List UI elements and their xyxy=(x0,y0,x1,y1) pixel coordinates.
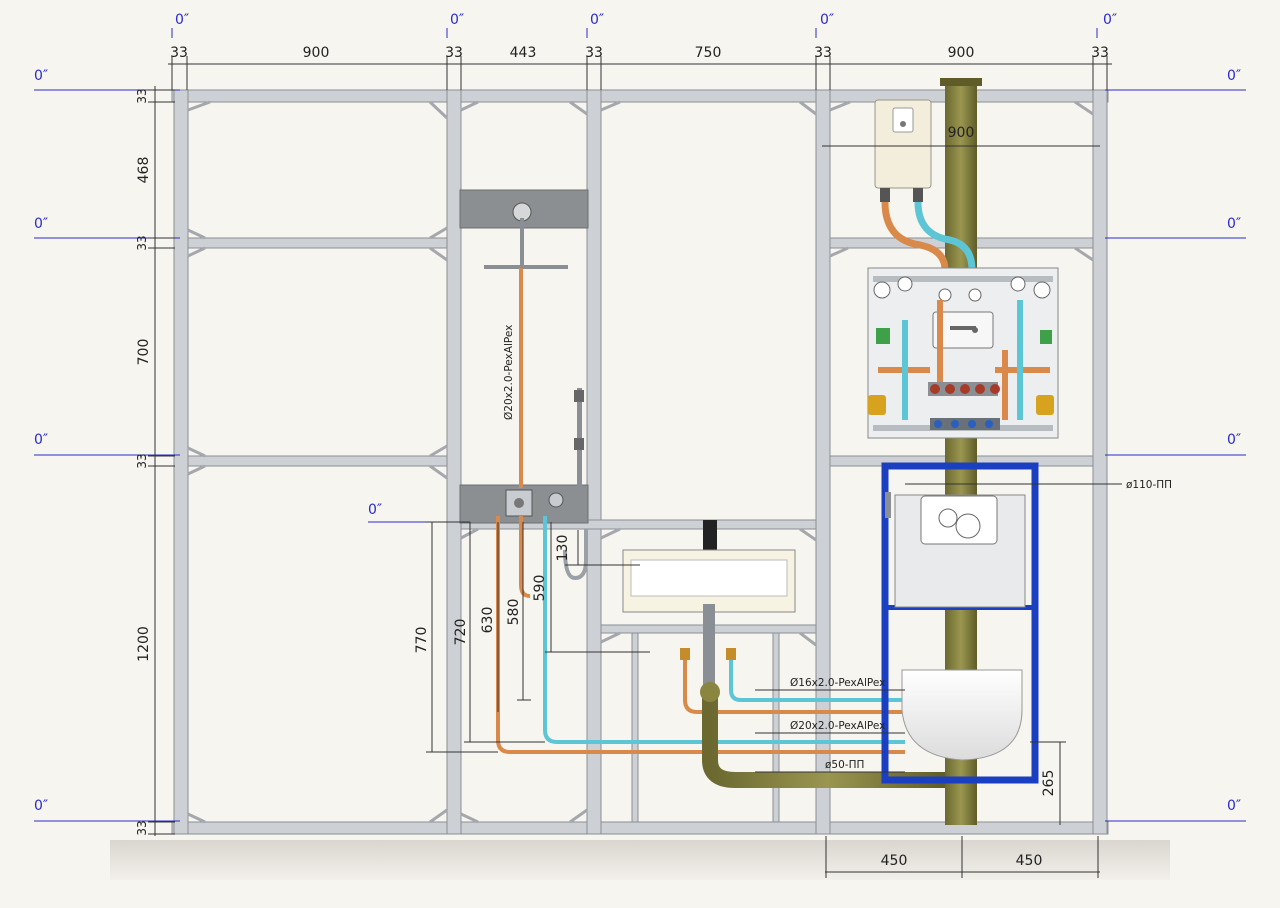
drain-50-pipe xyxy=(702,690,945,788)
dim-top-9: 33 xyxy=(1091,45,1109,61)
dim-top-1: 33 xyxy=(170,45,188,61)
cross-rail-1 xyxy=(187,237,448,249)
label-sewer-main: ø110-ПП xyxy=(1126,479,1172,491)
level-mark-left-3: 0″ xyxy=(34,432,48,448)
heater-cold-pipe xyxy=(914,201,976,295)
level-mark-right-2: 0″ xyxy=(1227,216,1241,232)
dim-left-5: 33 xyxy=(135,453,149,468)
level-mark-col-2: 0″ xyxy=(450,12,464,28)
dim-left-7: 33 xyxy=(135,820,149,835)
label-pipe-20: Ø20x2.0-PexAlPex xyxy=(790,720,885,732)
dim-boiler-width: 900 xyxy=(948,125,975,141)
level-mark-right-1: 0″ xyxy=(1227,68,1241,84)
left-level-marks: 0″ 0″ 0″ 0″ xyxy=(34,68,48,814)
left-dimensions: 33 468 33 700 33 1200 33 xyxy=(135,88,152,835)
shower-assembly xyxy=(459,189,589,581)
distribution-manifold xyxy=(867,267,1059,439)
label-pipe-16: Ø16x2.0-PexAlPex xyxy=(790,677,885,689)
dim-bottom-2: 450 xyxy=(1016,853,1043,869)
cross-rail-5 xyxy=(460,519,817,530)
sink-trap xyxy=(700,682,720,702)
level-mark-right-3: 0″ xyxy=(1227,432,1241,448)
level-mark-col-5: 0″ xyxy=(1103,12,1117,28)
top-rail xyxy=(171,89,1109,103)
sink-hot-pipe xyxy=(683,660,905,714)
bottom-rail xyxy=(171,821,1109,835)
dim-shower-580: 580 xyxy=(506,599,522,626)
top-dimensions: 33 900 33 443 33 750 33 900 33 xyxy=(170,45,1109,61)
level-mark-col-1: 0″ xyxy=(175,12,189,28)
toilet-installation xyxy=(881,462,1039,784)
dim-top-8: 900 xyxy=(948,45,975,61)
stud-2 xyxy=(446,89,462,835)
cold-supply-line xyxy=(543,516,905,744)
top-level-marks: 0″ 0″ 0″ 0″ 0″ xyxy=(175,12,1117,28)
floor-slab xyxy=(110,840,1170,880)
stud-1 xyxy=(173,89,189,835)
stud-5 xyxy=(1092,89,1108,835)
dim-top-3: 33 xyxy=(445,45,463,61)
dim-top-5: 33 xyxy=(585,45,603,61)
dim-toilet-height: 265 xyxy=(1041,770,1057,797)
dim-left-1: 33 xyxy=(135,88,149,103)
stud-3 xyxy=(586,89,602,835)
dim-left-2: 468 xyxy=(136,157,152,184)
dim-top-7: 33 xyxy=(814,45,832,61)
sink-cold-pipe xyxy=(729,660,905,702)
dim-top-2: 900 xyxy=(303,45,330,61)
washbasin xyxy=(622,520,796,694)
dimension-lines xyxy=(148,56,1122,878)
shower-dimensions: 770 720 630 580 590 130 xyxy=(414,535,571,654)
level-mark-left-4: 0″ xyxy=(34,798,48,814)
level-lines xyxy=(34,89,1246,822)
dim-shower-720: 720 xyxy=(453,619,469,646)
dim-top-6: 750 xyxy=(695,45,722,61)
dim-shower-770: 770 xyxy=(414,627,430,654)
water-heater xyxy=(874,99,932,202)
right-level-marks: 0″ 0″ 0″ 0″ xyxy=(1227,68,1241,814)
dim-bottom-1: 450 xyxy=(881,853,908,869)
level-mark-right-4: 0″ xyxy=(1227,798,1241,814)
level-mark-shower: 0″ xyxy=(368,502,382,518)
post-b xyxy=(772,632,780,823)
dim-left-6: 1200 xyxy=(136,626,152,662)
dim-left-4: 700 xyxy=(136,339,152,366)
level-mark-left-2: 0″ xyxy=(34,216,48,232)
top-level-ticks xyxy=(171,28,1098,38)
dim-top-4: 443 xyxy=(510,45,537,61)
level-mark-left-1: 0″ xyxy=(34,68,48,84)
post-a xyxy=(631,632,639,823)
cross-rail-2 xyxy=(187,455,448,467)
level-mark-col-3: 0″ xyxy=(590,12,604,28)
label-shower-riser: Ø20x2.0-PexAlPex xyxy=(503,325,515,420)
level-mark-col-4: 0″ xyxy=(820,12,834,28)
dim-shower-130: 130 xyxy=(555,535,571,562)
heater-hot-pipe xyxy=(881,201,949,295)
riser-cap xyxy=(940,78,982,86)
dim-left-3: 33 xyxy=(135,235,149,250)
hot-supply-line xyxy=(496,516,905,754)
label-drain-50: ø50-ПП xyxy=(825,759,864,771)
dim-shower-630: 630 xyxy=(480,607,496,634)
corner-braces xyxy=(187,100,1094,824)
dim-shower-590: 590 xyxy=(532,575,548,602)
